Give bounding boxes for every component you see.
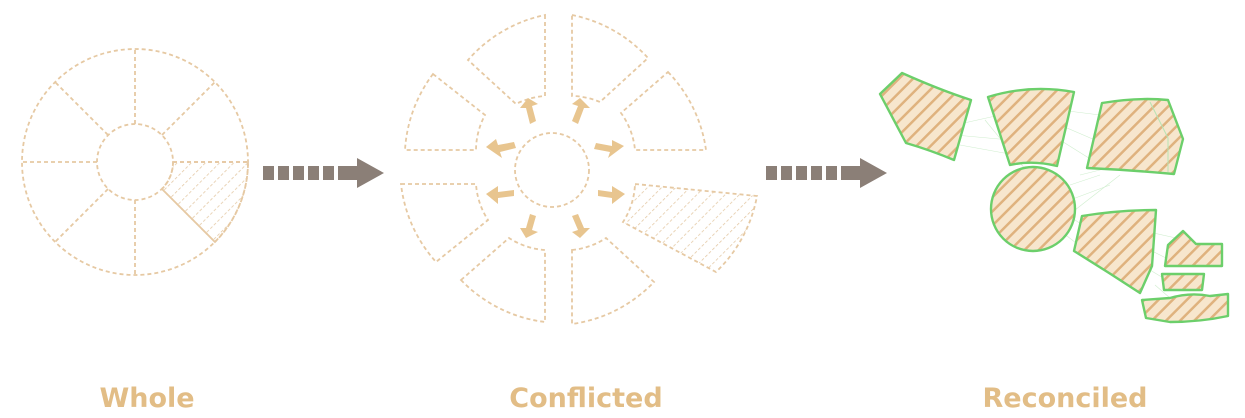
reconciled-segment — [1142, 294, 1228, 322]
conflicted-hub — [515, 133, 589, 207]
small-arrow — [598, 186, 625, 204]
reconciled-segment — [1087, 99, 1183, 174]
stage-label-whole: Whole — [17, 382, 277, 416]
small-arrow — [594, 140, 624, 158]
flow-arrow-1 — [263, 158, 384, 188]
reconciled-segment — [1165, 231, 1222, 266]
small-arrow — [486, 139, 516, 158]
conflicted-segment — [621, 72, 706, 150]
whole-spoke — [55, 82, 108, 135]
small-arrow — [572, 98, 590, 124]
reconciled-segment — [880, 73, 971, 160]
conflicted-segment — [401, 184, 488, 262]
conflicted-segment — [572, 15, 648, 102]
conflicted-small-arrows — [486, 98, 625, 238]
conflicted-segment — [468, 15, 545, 104]
whole-hatched-sector — [162, 162, 248, 242]
conflicted-diagram — [401, 15, 757, 324]
whole-spoke — [162, 82, 215, 135]
conflicted-segment — [405, 74, 485, 150]
small-arrow — [520, 98, 538, 124]
stage-label-conflicted: Conflicted — [456, 382, 716, 416]
reconciled-segment — [988, 89, 1074, 166]
conflicted-segment — [572, 238, 654, 324]
whole-spoke — [55, 189, 108, 242]
reconciled-hub — [991, 167, 1075, 251]
stage-label-reconciled: Reconciled — [935, 382, 1195, 416]
small-arrow — [486, 186, 514, 204]
small-arrow — [572, 214, 590, 238]
whole-diagram — [22, 49, 248, 275]
conflicted-hatched-segment — [623, 184, 757, 272]
conflicted-segment — [461, 238, 545, 322]
reconciled-segment — [1074, 210, 1156, 293]
reconciled-segment — [1162, 274, 1204, 290]
flow-arrow-2 — [766, 158, 887, 188]
small-arrow — [520, 214, 538, 238]
reconciled-diagram — [880, 73, 1228, 322]
